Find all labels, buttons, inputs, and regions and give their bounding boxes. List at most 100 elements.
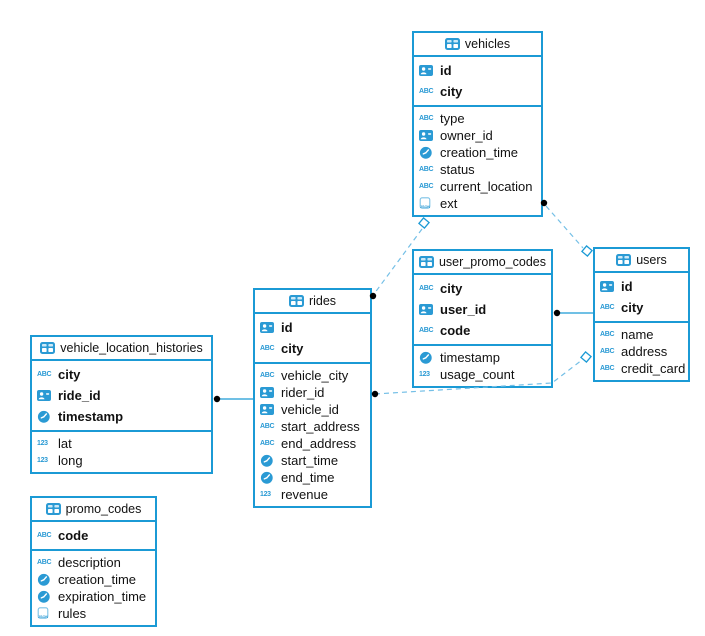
id-badge-type-icon: [600, 281, 617, 292]
table-icon: [444, 38, 460, 50]
column-row-creation_time[interactable]: creation_time: [414, 144, 541, 161]
table-title: vehicle_location_histories: [60, 341, 203, 355]
column-name: start_time: [281, 453, 339, 468]
table-header[interactable]: user_promo_codes: [414, 251, 551, 275]
timestamp-type-icon: [419, 146, 436, 159]
column-row-rules[interactable]: JSON rules: [32, 605, 155, 622]
numeric-type-icon: 123: [37, 457, 54, 464]
column-row-vehicle_id[interactable]: vehicle_id: [255, 401, 370, 418]
table-header[interactable]: rides: [255, 290, 370, 314]
column-row-ride_id[interactable]: ride_id: [32, 385, 211, 406]
column-name: start_address: [281, 419, 360, 434]
column-row-city[interactable]: ABC city: [414, 278, 551, 299]
table-header[interactable]: vehicles: [414, 33, 541, 57]
column-row-owner_id[interactable]: owner_id: [414, 127, 541, 144]
column-name: city: [440, 281, 463, 296]
column-row-address[interactable]: ABC address: [595, 343, 688, 360]
column-name: description: [58, 555, 121, 570]
varchar-type-icon: ABC: [600, 348, 617, 355]
column-row-end_time[interactable]: end_time: [255, 469, 370, 486]
varchar-type-icon: ABC: [600, 365, 617, 372]
column-row-expiration_time[interactable]: expiration_time: [32, 588, 155, 605]
varchar-type-icon-text: ABC: [419, 285, 434, 292]
varchar-type-icon: ABC: [419, 115, 436, 122]
id-badge-type-icon: [260, 387, 277, 398]
relation-dot-marker: [553, 309, 561, 317]
timestamp-type-icon: [37, 590, 54, 603]
table-header[interactable]: users: [595, 249, 688, 273]
column-name: address: [621, 344, 668, 359]
column-row-id[interactable]: id: [414, 60, 541, 81]
column-name: vehicle_id: [281, 402, 339, 417]
id-badge-type-icon: [419, 304, 436, 315]
varchar-type-icon: ABC: [419, 88, 436, 95]
column-row-code[interactable]: ABC code: [414, 320, 551, 341]
column-row-start_address[interactable]: ABC start_address: [255, 418, 370, 435]
timestamp-type-icon: [419, 351, 436, 364]
varchar-type-icon: ABC: [600, 331, 617, 338]
varchar-type-icon-text: ABC: [600, 331, 615, 338]
varchar-type-icon: ABC: [419, 327, 436, 334]
numeric-type-icon-text: 123: [260, 491, 271, 498]
column-row-user_id[interactable]: user_id: [414, 299, 551, 320]
column-row-city[interactable]: ABC city: [32, 364, 211, 385]
varchar-type-icon-text: ABC: [260, 440, 275, 447]
column-name: rules: [58, 606, 87, 621]
relation-dot-marker: [213, 395, 221, 403]
table-header[interactable]: promo_codes: [32, 498, 155, 522]
json-type-icon: JSON: [37, 607, 54, 620]
column-row-start_time[interactable]: start_time: [255, 452, 370, 469]
column-name: code: [440, 323, 471, 338]
svg-text:JSON: JSON: [38, 615, 49, 619]
column-row-id[interactable]: id: [595, 276, 688, 297]
column-row-timestamp[interactable]: timestamp: [414, 349, 551, 366]
column-row-rider_id[interactable]: rider_id: [255, 384, 370, 401]
column-row-creation_time[interactable]: creation_time: [32, 571, 155, 588]
varchar-type-icon-text: ABC: [419, 166, 434, 173]
column-name: timestamp: [440, 350, 500, 365]
table-icon: [288, 295, 304, 307]
varchar-type-icon-text: ABC: [37, 371, 52, 378]
column-name: city: [281, 341, 304, 356]
varchar-type-icon-text: ABC: [260, 423, 275, 430]
table-icon: [616, 254, 632, 266]
column-name: expiration_time: [58, 589, 147, 604]
json-type-icon: JSON: [419, 197, 436, 210]
column-row-timestamp[interactable]: timestamp: [32, 406, 211, 427]
column-name: owner_id: [440, 128, 493, 143]
table-header[interactable]: vehicle_location_histories: [32, 337, 211, 361]
column-row-id[interactable]: id: [255, 317, 370, 338]
timestamp-type-icon: [260, 454, 277, 467]
svg-text:JSON: JSON: [420, 205, 431, 209]
column-name: city: [58, 367, 81, 382]
column-name: creation_time: [440, 145, 519, 160]
column-name: current_location: [440, 179, 533, 194]
